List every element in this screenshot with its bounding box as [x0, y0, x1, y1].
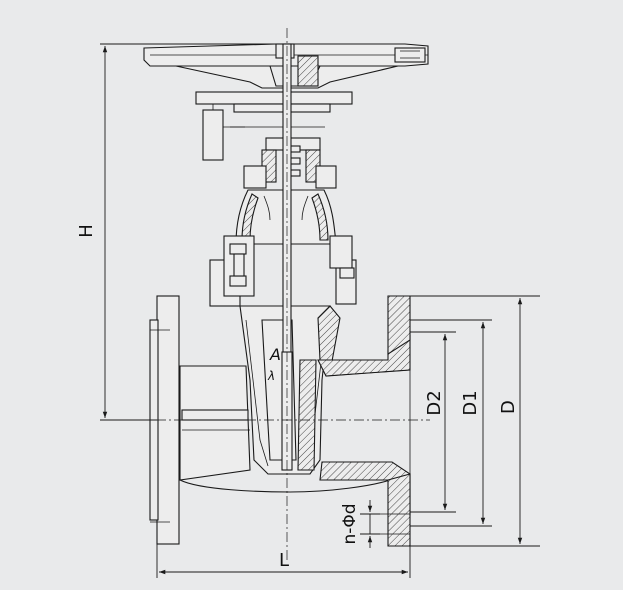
- bonnet-flange: [209, 235, 357, 307]
- handwheel: [143, 43, 429, 89]
- bonnet-top: [243, 137, 337, 189]
- right-flange: [380, 295, 411, 547]
- center-lines: [138, 28, 430, 560]
- svg-text:A: A: [269, 345, 281, 364]
- dimension-d2-label: D2: [424, 390, 445, 415]
- yoke-plate: [195, 91, 353, 128]
- dimension-d2: D2: [410, 331, 456, 513]
- dimension-d1-label: D1: [460, 390, 481, 415]
- dimension-bolt-hole: n-Φd: [340, 500, 380, 548]
- dimension-h: H: [76, 43, 276, 421]
- dimension-h-label: H: [76, 224, 97, 238]
- svg-text:λ: λ: [267, 369, 275, 383]
- dimension-l-label: L: [279, 550, 289, 571]
- dimension-d: D: [410, 295, 540, 547]
- position-indicator: [202, 104, 245, 161]
- dimension-bolt-hole-label: n-Φd: [340, 503, 360, 544]
- dimension-d1: D1: [410, 319, 492, 527]
- dimension-l: L: [156, 544, 411, 578]
- dimension-d-label: D: [498, 400, 519, 414]
